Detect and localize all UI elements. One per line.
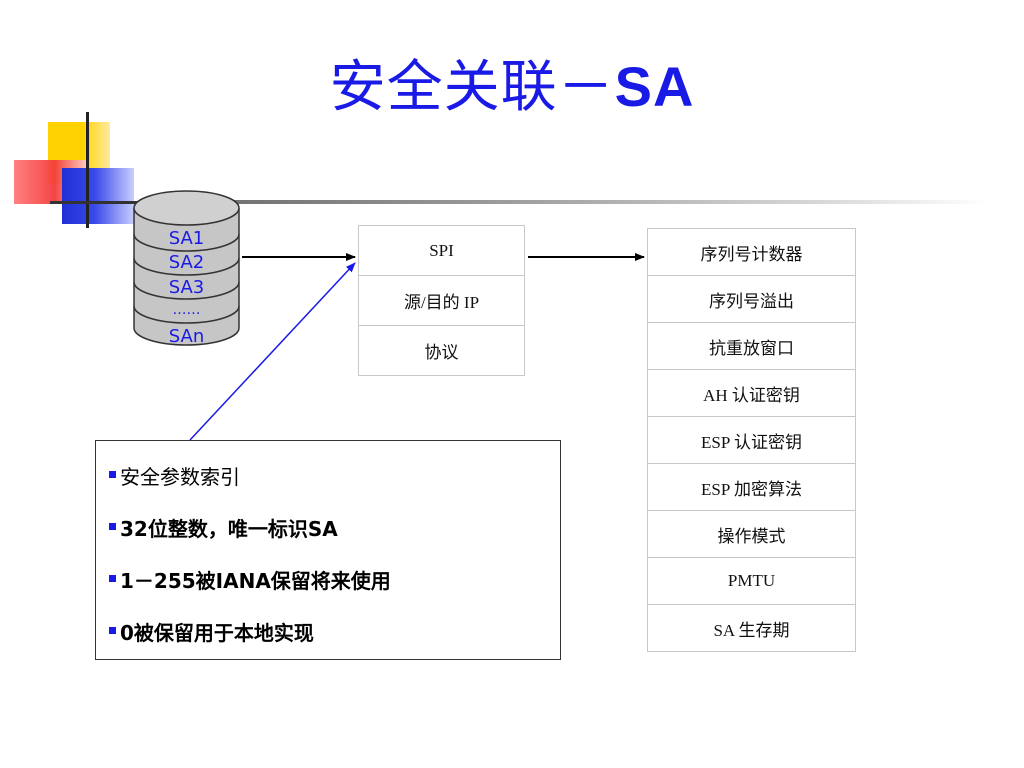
note-item: 0被保留用于本地实现 <box>109 617 314 646</box>
sa-database: SA1 SA2 SA3 …… SAn <box>133 190 240 347</box>
attribute-cell: PMTU <box>647 557 856 605</box>
database-label-sa3: SA3 <box>168 277 205 298</box>
note-item: 1－255被IANA保留将来使用 <box>109 565 391 594</box>
bullet-icon <box>109 575 116 582</box>
database-label-sa2: SA2 <box>168 252 205 273</box>
attribute-cell: 序列号溢出 <box>647 275 856 323</box>
spi-cell: SPI <box>358 225 525 276</box>
attribute-cell: AH 认证密钥 <box>647 369 856 417</box>
sa-attributes-table: 序列号计数器 序列号溢出 抗重放窗口 AH 认证密钥 ESP 认证密钥 ESP … <box>647 228 856 652</box>
attribute-cell: ESP 加密算法 <box>647 463 856 511</box>
note-item: 安全参数索引 <box>109 461 240 490</box>
decor-horizontal-rule <box>150 200 990 204</box>
decor-horizontal-rule-dark <box>50 201 160 204</box>
page-title-abbrev: SA <box>614 55 695 118</box>
note-item: 32位整数，唯一标识SA <box>109 513 338 542</box>
database-label-sa1: SA1 <box>168 228 205 249</box>
database-label-ellipsis: …… <box>172 302 201 318</box>
page-title-text: 安全关联－ <box>329 55 615 120</box>
attribute-cell: 抗重放窗口 <box>647 322 856 370</box>
attribute-cell: 序列号计数器 <box>647 228 856 276</box>
decor-vertical-line <box>86 112 89 228</box>
sa-selector-table: SPI 源/目的 IP 协议 <box>358 225 525 376</box>
attribute-cell: 操作模式 <box>647 510 856 558</box>
bullet-icon <box>109 471 116 478</box>
bullet-icon <box>109 627 116 634</box>
page-title: 安全关联－SA <box>0 52 1024 123</box>
attribute-cell: SA 生存期 <box>647 604 856 652</box>
spi-note-box: 安全参数索引 32位整数，唯一标识SA 1－255被IANA保留将来使用 0被保… <box>95 440 561 660</box>
bullet-icon <box>109 523 116 530</box>
database-label-san: SAn <box>168 326 205 347</box>
protocol-cell: 协议 <box>358 325 525 376</box>
attribute-cell: ESP 认证密钥 <box>647 416 856 464</box>
decor-blue-square <box>62 168 134 224</box>
src-dst-ip-cell: 源/目的 IP <box>358 275 525 326</box>
